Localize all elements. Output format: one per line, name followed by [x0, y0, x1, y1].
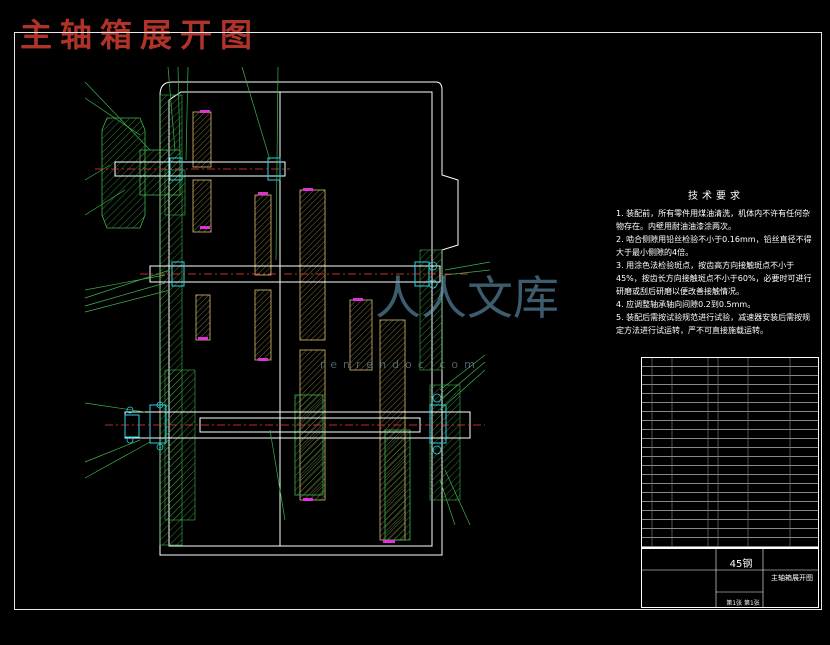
- parts-list-row: [642, 385, 818, 394]
- parts-list-row: [642, 394, 818, 403]
- parts-list-row: [642, 358, 818, 367]
- parts-list-row: [642, 520, 818, 529]
- parts-list-grid: [651, 357, 791, 548]
- parts-list-row: [642, 421, 818, 430]
- tech-req-item: 5. 装配后需按试验规范进行试验，减速器安装后需按规定方法进行试运转，严不可直接…: [616, 313, 811, 335]
- parts-list-row: [642, 457, 818, 466]
- parts-list-row: [642, 529, 818, 538]
- parts-list-row: [642, 502, 818, 511]
- parts-list-row: [642, 538, 818, 547]
- parts-list-row: [642, 439, 818, 448]
- drawing-frame: [14, 32, 822, 610]
- sheet-number-label: 第1张 第1张: [726, 600, 760, 607]
- parts-list-row: [642, 376, 818, 385]
- material-label: 45钢: [729, 559, 753, 570]
- watermark-logo: 人人文库: [375, 271, 559, 325]
- keys: [198, 110, 395, 543]
- tech-req-item: 2. 啮合侧隙用铅丝检验不小于0.16mm，铅丝直径不得大于最小侧隙的4倍。: [616, 235, 812, 257]
- watermark-url: renrendoc.com: [320, 358, 481, 371]
- fasteners: [126, 261, 442, 455]
- tech-req-item: 1. 装配前，所有零件用煤油清洗，机体内不许有任何杂物存在。内壁用耐油油漆涂两次…: [616, 209, 811, 231]
- drawing-name-label: 主轴箱展开图: [771, 574, 813, 582]
- parts-list-row: [642, 403, 818, 412]
- tech-req-heading: 技术要求: [688, 191, 744, 202]
- parts-list-row: [642, 484, 818, 493]
- parts-list-row: [642, 475, 818, 484]
- technical-requirements: 技术要求 1. 装配前，所有零件用煤油清洗，机体内不许有任何杂物存在。内壁用耐油…: [616, 190, 816, 337]
- parts-list-table: [641, 357, 819, 548]
- tech-req-item: 3. 用涂色法检验斑点，按齿高方向接触斑点不小于45%，按齿长方向接触斑点不小于…: [616, 261, 812, 296]
- parts-list-row: [642, 448, 818, 457]
- parts-list-row: [642, 466, 818, 475]
- parts-list-row: [642, 367, 818, 376]
- pulley: [101, 117, 181, 229]
- leader-lines: [84, 66, 491, 526]
- title-block-grid: [641, 548, 819, 608]
- drawing-title: 主轴箱展开图: [20, 16, 261, 54]
- centerlines: [95, 168, 485, 426]
- title-block: 45钢 主轴箱展开图 第1张 第1张: [641, 548, 819, 608]
- parts-list-row: [642, 511, 818, 520]
- parts-list-row: [642, 412, 818, 421]
- tech-req-item: 4. 应调整轴承轴向间隙0.2到0.5mm。: [616, 300, 756, 309]
- parts-list-row: [642, 493, 818, 502]
- parts-list-row: [642, 430, 818, 439]
